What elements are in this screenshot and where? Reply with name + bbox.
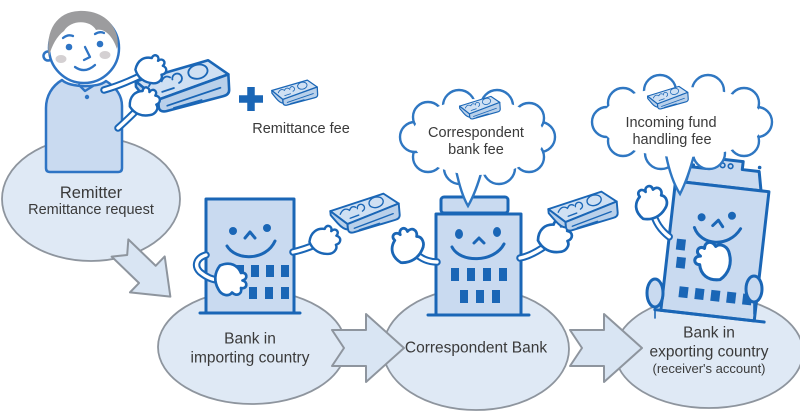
bank-exporting-line3: (receiver's account) (652, 360, 766, 376)
flow-arrow-2 (569, 313, 643, 383)
plus-icon (239, 87, 263, 111)
remitter-subtitle: Remittance request (28, 202, 154, 219)
flow-arrow-remitter (110, 238, 172, 298)
tree-icon (744, 274, 764, 315)
bank-importing-line2: importing country (190, 349, 310, 367)
bank-importing-line1: Bank in (224, 330, 276, 348)
bank-exporting-line2: exporting country (649, 343, 769, 361)
bank-exporting-line1: Bank in (683, 324, 735, 342)
correspondent-fee-line1: Correspondent (428, 125, 524, 142)
shirt (44, 78, 124, 174)
bank-importing-building (192, 197, 346, 315)
hair (48, 10, 118, 56)
money-stack-icon (270, 78, 319, 107)
bank-correspondent-building (382, 195, 578, 317)
incoming-fee-line2: handling fee (632, 132, 712, 149)
correspondent-fee-line2: bank fee (448, 142, 504, 159)
bank-exporting-building (627, 156, 771, 324)
remitter-title: Remitter (59, 183, 123, 202)
speech-bubble-correspondent-fee (398, 88, 557, 209)
incoming-fee-line1: Incoming fund (625, 115, 717, 132)
speech-bubble-incoming-fee (590, 73, 774, 197)
flow-arrow-1 (331, 313, 405, 383)
money-stack-icon (328, 191, 402, 236)
correspondent-bank-label: Correspondent Bank (404, 339, 548, 357)
tree-icon (645, 277, 665, 319)
remittance-fee-label: Remittance fee (252, 121, 350, 138)
